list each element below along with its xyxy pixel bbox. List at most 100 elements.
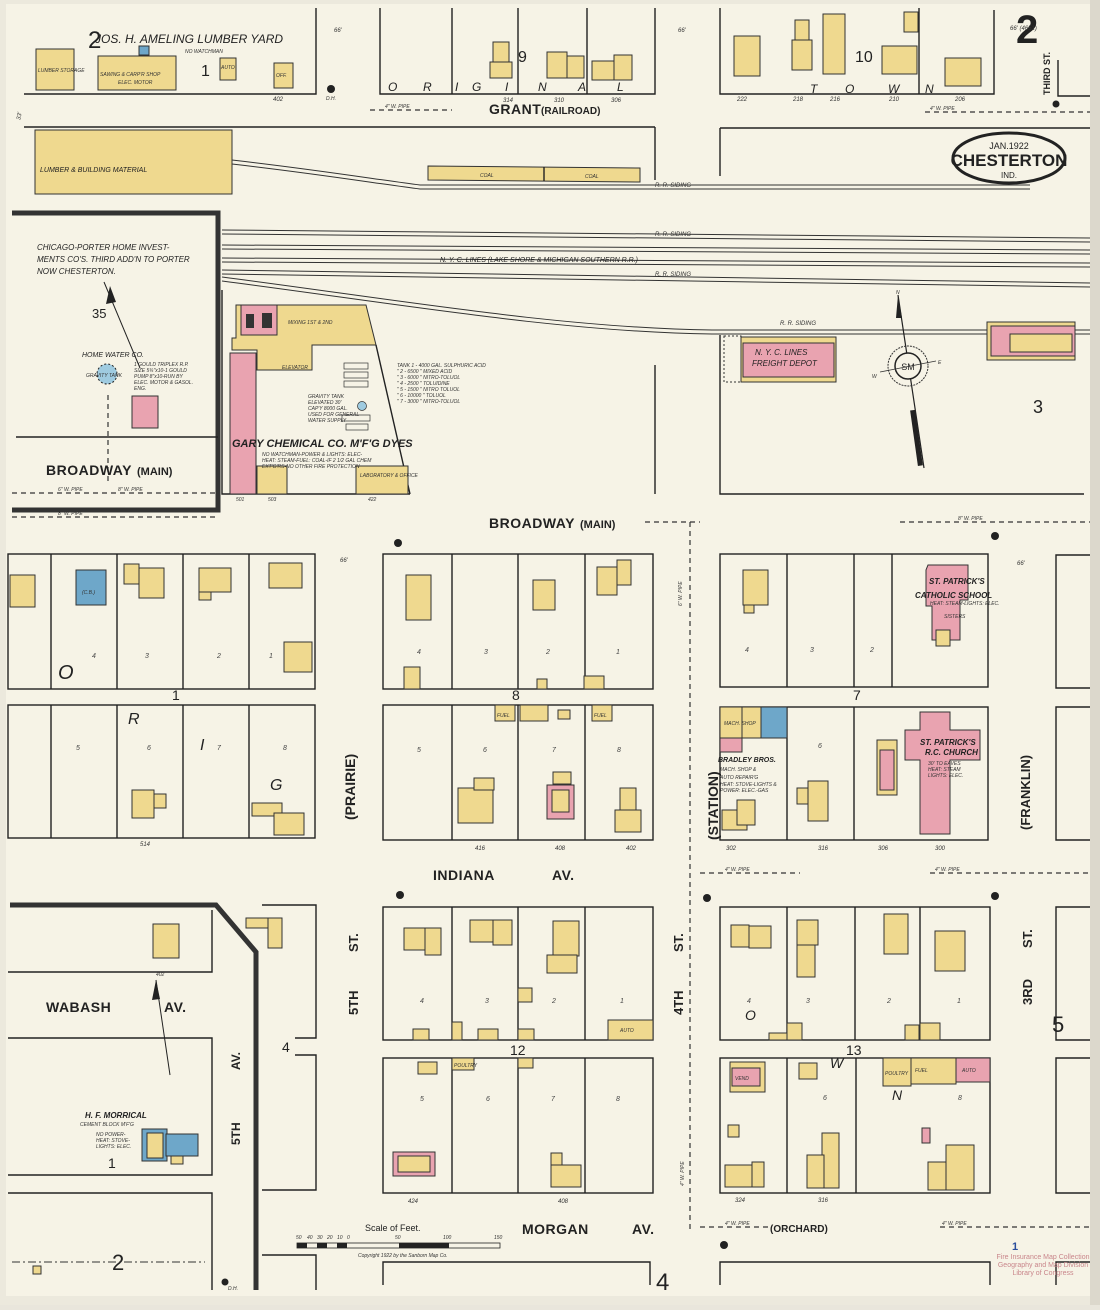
orig-r-2: R bbox=[128, 711, 140, 728]
svg-text:7: 7 bbox=[551, 1096, 556, 1103]
svg-text:2: 2 bbox=[551, 998, 556, 1005]
address-210: 210 bbox=[888, 97, 900, 103]
morgan-av-label: AV. bbox=[632, 1221, 655, 1237]
home-water-note-4: ELEC. MOTOR & GASOL. bbox=[134, 380, 193, 386]
gary-note-3: EXT'G'RS-NO OTHER FIRE PROTECTION bbox=[262, 464, 360, 470]
lumber-storage-label: LUMBER STORAGE bbox=[38, 68, 85, 74]
block-13-number: 13 bbox=[846, 1042, 862, 1058]
bradley-note-2: POWER: ELEC.-GAS bbox=[720, 788, 769, 794]
original-letter-r: R bbox=[423, 80, 432, 94]
auto-label-12: AUTO bbox=[619, 1028, 634, 1034]
cartouche-state: IND. bbox=[1001, 171, 1017, 180]
svg-text:5: 5 bbox=[76, 745, 80, 752]
address-324: 324 bbox=[735, 1198, 746, 1204]
svg-text:100: 100 bbox=[443, 1235, 452, 1241]
wabash-block-1: 1 bbox=[108, 1155, 116, 1171]
indiana-label: INDIANA bbox=[433, 867, 495, 883]
rr-siding-2: R. R. SIDING bbox=[655, 272, 691, 278]
broadway-note: (MAIN) bbox=[580, 519, 616, 531]
tank-2: " 2 - 6500 " MIXED ACID bbox=[397, 369, 452, 375]
svg-text:1: 1 bbox=[269, 653, 273, 660]
morrical-note-1: NO POWER- bbox=[96, 1132, 126, 1138]
svg-text:1: 1 bbox=[957, 998, 961, 1005]
svg-text:8: 8 bbox=[958, 1095, 962, 1102]
svg-text:3: 3 bbox=[484, 649, 488, 656]
gary-tank-note-3: CAP'Y 8000 GAL. bbox=[308, 406, 348, 412]
svg-text:2: 2 bbox=[545, 649, 550, 656]
gary-tank-note-5: WATER SUPPLY bbox=[308, 418, 347, 424]
fifth-av-num-label: 5TH bbox=[229, 1122, 243, 1145]
morrical-line-2: CEMENT BLOCK M'F'G bbox=[80, 1122, 134, 1128]
broadway-pipe-1: 6" W. PIPE bbox=[58, 487, 83, 493]
bradley-line-2: MACH. SHOP & bbox=[720, 767, 757, 773]
station-label: (STATION) bbox=[705, 771, 721, 840]
mixing-label: MIXING 1ST & 2ND bbox=[288, 320, 333, 326]
title-cartouche: JAN.1922 CHESTERTON IND. bbox=[951, 131, 1067, 185]
corner-note: 66' (4651) bbox=[1010, 26, 1037, 32]
block-7-number: 7 bbox=[853, 687, 861, 703]
fourth-st-label: ST. bbox=[671, 933, 686, 952]
town-letter-t: T bbox=[810, 82, 819, 96]
adjacent-sheet-2-bottom: 2 bbox=[112, 1250, 124, 1275]
home-water-label: HOME WATER CO. bbox=[82, 352, 144, 359]
third-st-label: ST. bbox=[1020, 929, 1035, 948]
paper bbox=[6, 4, 1094, 1296]
address-306b: 306 bbox=[878, 846, 889, 852]
broadway-left-label: BROADWAY bbox=[46, 462, 132, 478]
fuel-label-1: FUEL bbox=[497, 713, 510, 719]
coal-label-1: COAL bbox=[480, 173, 494, 179]
vend-label: VEND bbox=[735, 1076, 749, 1082]
auto-label-13: AUTO bbox=[961, 1068, 976, 1074]
adjacent-sheet-4: 4 bbox=[656, 1269, 669, 1296]
svg-text:0: 0 bbox=[347, 1235, 350, 1241]
stamp-line-2: Geography and Map Division bbox=[998, 1262, 1088, 1269]
stamp-line-1: Fire Insurance Map Collection bbox=[997, 1254, 1090, 1261]
fifth-av-label: AV. bbox=[229, 1052, 243, 1070]
hydrant-icon bbox=[703, 894, 711, 902]
block-number-2: 2 bbox=[88, 27, 101, 54]
indiana-pipe-1: 4" W. PIPE bbox=[725, 867, 750, 873]
svg-text:4: 4 bbox=[420, 998, 424, 1005]
wabash-area: 402 WABASH AV. H. F. MORRICAL CEMENT BLO… bbox=[8, 902, 259, 1292]
subdivision-line-2: MENTS CO'S. THIRD ADD'N TO PORTER bbox=[37, 255, 190, 264]
svg-text:4: 4 bbox=[745, 647, 749, 654]
lumber-building-label: LUMBER & BUILDING MATERIAL bbox=[40, 167, 147, 174]
original-letter-a: A bbox=[577, 80, 586, 94]
coal-label-2: COAL bbox=[585, 174, 599, 180]
compass-w: W bbox=[872, 374, 878, 380]
town-letter-w: W bbox=[888, 82, 901, 96]
third-st-num-label: 3RD bbox=[1020, 979, 1035, 1005]
ameling-lumber-yard: JOS. H. AMELING LUMBER YARD 2 NO WATCHMA… bbox=[16, 8, 343, 121]
gary-chemical-plant: MIXING 1ST & 2ND ELEVATOR LABORATORY & O… bbox=[221, 290, 419, 503]
address-206: 206 bbox=[954, 97, 966, 103]
broadway-label: BROADWAY bbox=[489, 515, 575, 531]
block-8-number: 8 bbox=[512, 687, 520, 703]
address-316: 316 bbox=[818, 846, 829, 852]
broadway-pipe-2: 8" W. PIPE bbox=[118, 487, 143, 493]
st-patrick-church bbox=[904, 711, 981, 835]
svg-text:20: 20 bbox=[326, 1235, 333, 1241]
width-66: 66' bbox=[334, 28, 343, 34]
svg-text:4: 4 bbox=[747, 998, 751, 1005]
block-10: 10 222 218 216 210 206 bbox=[719, 8, 995, 103]
original-letter-o: O bbox=[388, 80, 397, 94]
poultry-label-2: POULTRY bbox=[885, 1071, 909, 1077]
svg-text:8: 8 bbox=[616, 1096, 620, 1103]
svg-text:6: 6 bbox=[486, 1096, 490, 1103]
franklin-label: (FRANKLIN) bbox=[1018, 755, 1033, 830]
original-letter-n: N bbox=[538, 80, 547, 94]
morgan-label: MORGAN bbox=[522, 1221, 589, 1237]
fifth-st-label: ST. bbox=[346, 933, 361, 952]
ameling-title: JOS. H. AMELING LUMBER YARD bbox=[94, 32, 283, 46]
subdivision-line-3: NOW CHESTERTON. bbox=[37, 267, 116, 276]
morrical-line-1: H. F. MORRICAL bbox=[85, 1111, 147, 1120]
tank-5: " 5 - 1500 " NITRO TOLUOL bbox=[397, 387, 460, 393]
svg-text:2: 2 bbox=[886, 998, 891, 1005]
tank-7: " 7 - 3000 " NITRO-TOLUOL bbox=[397, 399, 460, 405]
svg-text:6: 6 bbox=[818, 743, 822, 750]
svg-text:10: 10 bbox=[337, 1235, 343, 1241]
